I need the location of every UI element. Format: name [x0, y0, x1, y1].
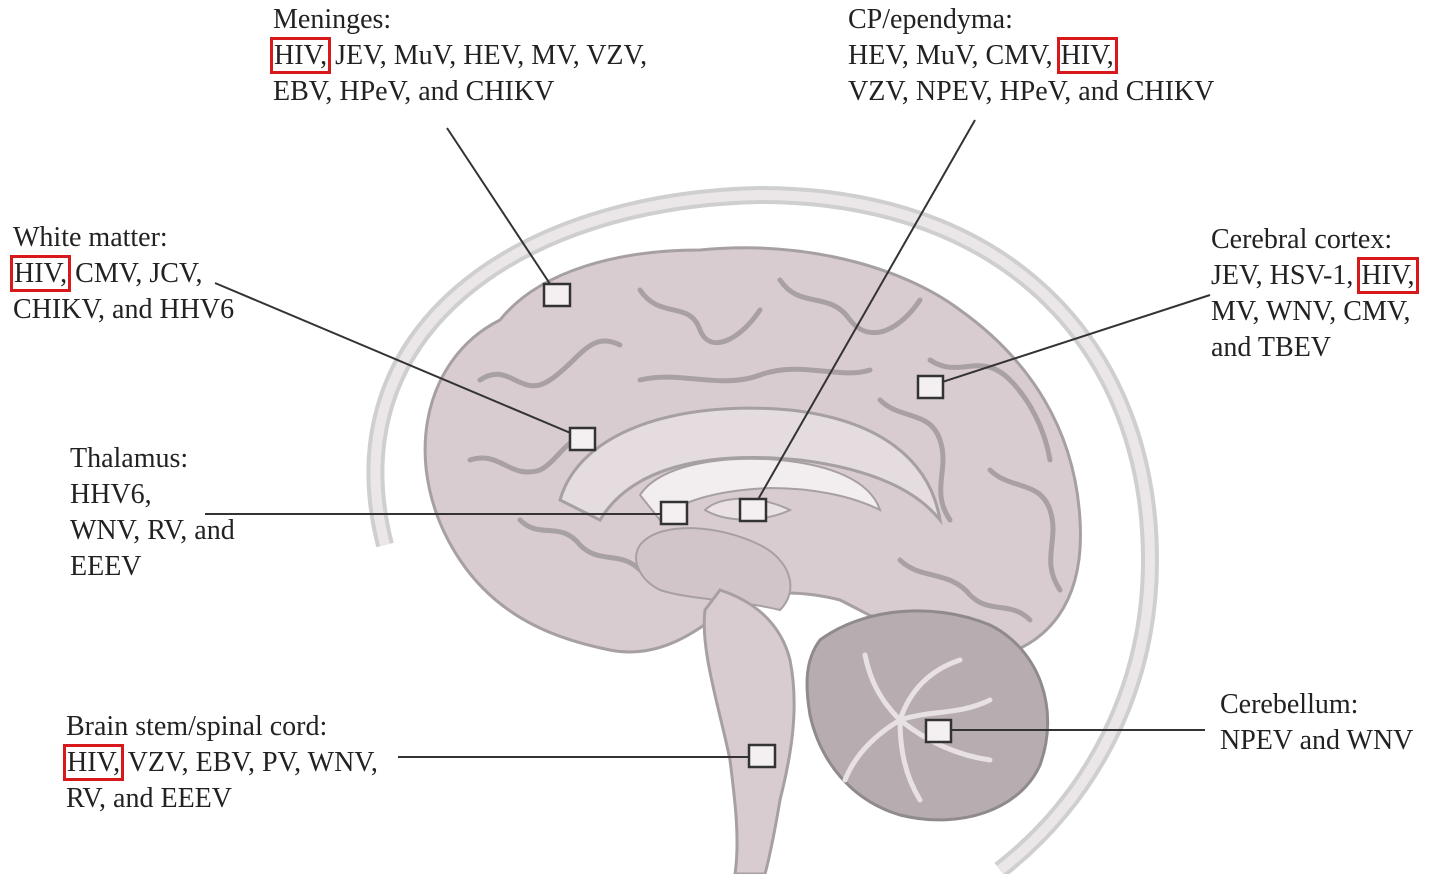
label-title: Thalamus:	[70, 441, 235, 477]
virus-list-line: EEEV	[70, 549, 235, 585]
virus-list-line: RV, and EEEV	[66, 781, 378, 817]
virus-list-line: HIV, VZV, EBV, PV, WNV,	[66, 745, 378, 781]
virus-text: EEEV	[70, 551, 142, 582]
virus-text: JEV, HSV-1,	[1211, 260, 1360, 291]
virus-text: VZV, EBV, PV, WNV,	[121, 747, 378, 778]
label-thalamus: Thalamus: HHV6, WNV, RV, andEEEV	[70, 441, 235, 585]
marker-thalamus	[661, 502, 687, 524]
virus-text: VZV, NPEV, HPeV, and CHIKV	[848, 76, 1214, 107]
highlighted-virus: HIV,	[1360, 260, 1415, 291]
marker-white-matter	[570, 428, 595, 450]
marker-cerebral-cortex	[918, 376, 943, 398]
virus-text: and TBEV	[1211, 332, 1331, 363]
virus-list-line: NPEV and WNV	[1220, 723, 1413, 759]
virus-text: HEV, MuV, CMV,	[848, 40, 1060, 71]
virus-list-line: HEV, MuV, CMV, HIV,	[848, 38, 1214, 74]
virus-text: MV, WNV, CMV,	[1211, 296, 1410, 327]
virus-list-line: and TBEV	[1211, 330, 1416, 366]
highlighted-virus: HIV,	[66, 747, 121, 778]
virus-text: JEV, MuV, HEV, MV, VZV,	[328, 40, 647, 71]
virus-text: CMV, JCV,	[68, 258, 202, 289]
highlighted-virus: HIV,	[273, 40, 328, 71]
virus-text: NPEV and WNV	[1220, 725, 1413, 756]
virus-text: WNV, RV, and	[70, 515, 235, 546]
highlighted-virus: HIV,	[13, 258, 68, 289]
label-title: White matter:	[13, 220, 234, 256]
marker-meninges	[544, 284, 570, 306]
label-title: Brain stem/spinal cord:	[66, 709, 378, 745]
virus-text: CHIKV, and HHV6	[13, 294, 234, 325]
label-title: Meninges:	[273, 2, 647, 38]
virus-list-line: HIV, CMV, JCV,	[13, 256, 234, 292]
virus-list-line: HIV, JEV, MuV, HEV, MV, VZV,	[273, 38, 647, 74]
virus-list-line: HHV6,	[70, 477, 235, 513]
virus-text: EBV, HPeV, and CHIKV	[273, 76, 554, 107]
label-cerebellum: Cerebellum: NPEV and WNV	[1220, 687, 1413, 759]
marker-brain-stem	[749, 745, 775, 767]
marker-cerebellum	[926, 720, 951, 742]
label-brain-stem: Brain stem/spinal cord: HIV, VZV, EBV, P…	[66, 709, 378, 817]
virus-list-line: EBV, HPeV, and CHIKV	[273, 74, 647, 110]
virus-list-line: MV, WNV, CMV,	[1211, 294, 1416, 330]
virus-list-line: WNV, RV, and	[70, 513, 235, 549]
label-cp-ependyma: CP/ependyma: HEV, MuV, CMV, HIV,VZV, NPE…	[848, 2, 1214, 110]
label-white-matter: White matter: HIV, CMV, JCV,CHIKV, and H…	[13, 220, 234, 328]
virus-text: HHV6,	[70, 479, 152, 510]
label-meninges: Meninges: HIV, JEV, MuV, HEV, MV, VZV,EB…	[273, 2, 647, 110]
brainstem	[704, 590, 794, 874]
label-title: CP/ependyma:	[848, 2, 1214, 38]
label-title: Cerebral cortex:	[1211, 222, 1416, 258]
marker-cp-ependyma	[740, 499, 766, 521]
virus-text: RV, and EEEV	[66, 783, 232, 814]
virus-list-line: JEV, HSV-1, HIV,	[1211, 258, 1416, 294]
virus-list-line: CHIKV, and HHV6	[13, 292, 234, 328]
label-cerebral-cortex: Cerebral cortex: JEV, HSV-1, HIV,MV, WNV…	[1211, 222, 1416, 366]
label-title: Cerebellum:	[1220, 687, 1413, 723]
virus-list-line: VZV, NPEV, HPeV, and CHIKV	[848, 74, 1214, 110]
highlighted-virus: HIV,	[1060, 40, 1115, 71]
